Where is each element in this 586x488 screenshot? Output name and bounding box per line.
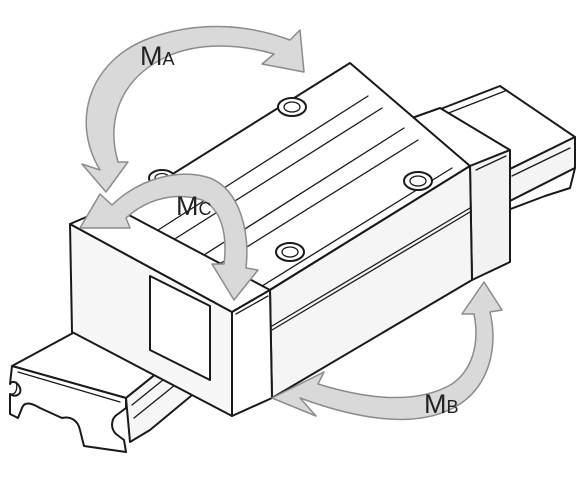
mounting-hole-icon bbox=[403, 171, 433, 191]
moment-ma-label: MA bbox=[140, 41, 175, 71]
rotation-arrow-icon bbox=[81, 25, 305, 193]
rotation-arrow-icon bbox=[271, 281, 503, 421]
moment-mb-arrow bbox=[271, 281, 503, 421]
rotation-arrow-icon bbox=[79, 173, 259, 301]
moment-mc-label: MC bbox=[176, 191, 212, 221]
moment-ma-arrow bbox=[81, 25, 305, 193]
carriage-block bbox=[69, 62, 473, 417]
mounting-hole-icon bbox=[275, 242, 305, 262]
moment-mc-arrow bbox=[79, 173, 259, 301]
mounting-hole-icon bbox=[277, 97, 307, 117]
rail-far-end bbox=[437, 85, 576, 211]
moment-mb-label: MB bbox=[424, 389, 459, 419]
